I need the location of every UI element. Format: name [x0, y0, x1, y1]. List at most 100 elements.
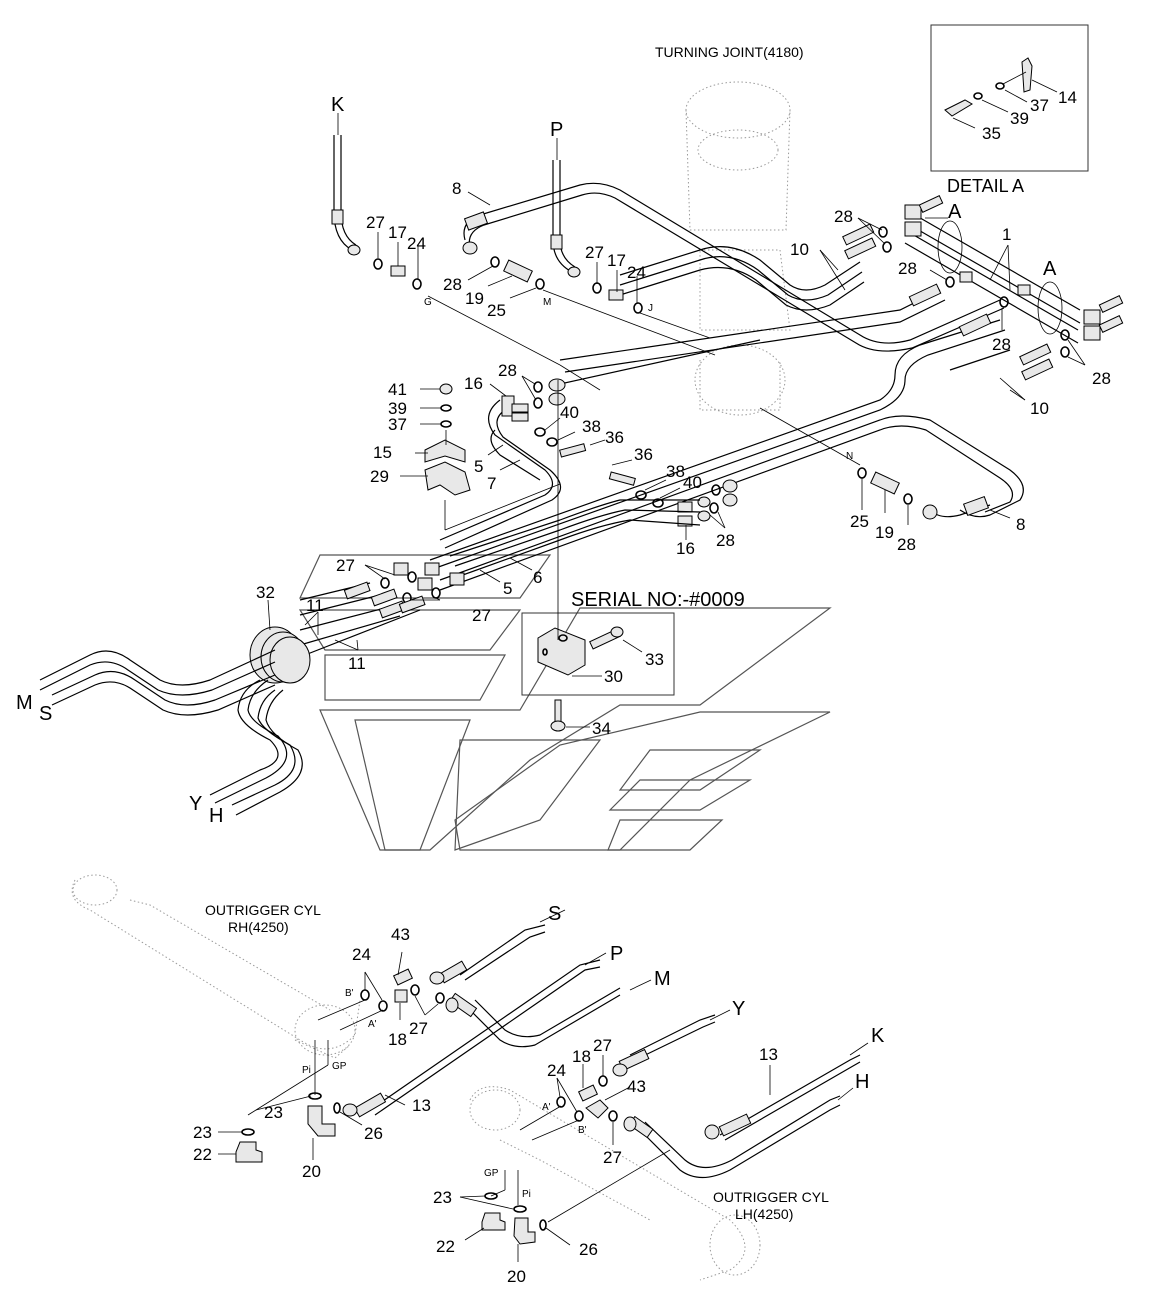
- port-label-gp-rh: GP: [332, 1061, 347, 1072]
- callout-23: 23: [433, 1188, 452, 1207]
- lower-hoses: [342, 924, 861, 1179]
- callout-10: 10: [1030, 399, 1049, 418]
- callout-41: 41: [388, 380, 407, 399]
- callout-5: 5: [503, 579, 512, 598]
- callout-38: 38: [582, 417, 601, 436]
- inline-fittings: [373, 226, 1070, 505]
- callout-10: 10: [790, 240, 809, 259]
- callout-24: 24: [407, 234, 426, 253]
- callout-28: 28: [834, 207, 853, 226]
- callout-29: 29: [370, 467, 389, 486]
- callout-6: 6: [533, 568, 542, 587]
- callout-28: 28: [898, 259, 917, 278]
- callout-25: 25: [850, 512, 869, 531]
- outrigger-rh-title-1: OUTRIGGER CYL: [205, 902, 321, 918]
- callout-20: 20: [302, 1162, 321, 1181]
- callout-43: 43: [391, 925, 410, 944]
- callout-36: 36: [634, 445, 653, 464]
- callout-43: 43: [627, 1077, 646, 1096]
- callout-40: 40: [683, 473, 702, 492]
- line-end-a-2: A: [1043, 258, 1057, 280]
- detail-a-title: DETAIL A: [947, 176, 1024, 196]
- port-label-a-prime-lh: A': [542, 1102, 551, 1113]
- line-end-labels: [337, 113, 948, 1101]
- callout-28: 28: [498, 361, 517, 380]
- callout-7: 7: [487, 474, 496, 493]
- detail-a-part-39: 39: [1010, 109, 1029, 128]
- port-label-b-prime-lh: B': [578, 1125, 587, 1136]
- callout-24: 24: [352, 945, 371, 964]
- outrigger-lh-title-2: LH(4250): [735, 1206, 793, 1222]
- callout-30: 30: [604, 667, 623, 686]
- port-label-b-prime-rh: B': [345, 988, 354, 999]
- callout-25: 25: [487, 301, 506, 320]
- turning-joint-ghost: [685, 81, 791, 416]
- clamp-hardware: [424, 378, 738, 577]
- callout-38: 38: [666, 462, 685, 481]
- line-end-k-right: K: [871, 1025, 885, 1047]
- callout-23: 23: [264, 1103, 283, 1122]
- line-end-p-top: P: [550, 119, 563, 141]
- callout-26: 26: [364, 1124, 383, 1143]
- callout-17: 17: [388, 223, 407, 242]
- port-label-j: J: [648, 303, 653, 314]
- port-label-pi-lh: Pi: [522, 1189, 531, 1200]
- callout-27: 27: [336, 556, 355, 575]
- detail-a-part-35: 35: [982, 124, 1001, 143]
- callout-11: 11: [348, 654, 366, 673]
- callout-27: 27: [366, 213, 385, 232]
- line-end-h-left: H: [209, 805, 223, 827]
- outrigger-rh-title-2: RH(4250): [228, 919, 289, 935]
- callout-28: 28: [992, 335, 1011, 354]
- line-end-y-right: Y: [732, 998, 745, 1020]
- serial-bracket-box: [521, 380, 675, 732]
- callout-13: 13: [412, 1096, 431, 1115]
- serial-number-label: SERIAL NO:-#0009: [571, 589, 745, 611]
- outrigger-lh-title-1: OUTRIGGER CYL: [713, 1189, 829, 1205]
- line-end-s-left: S: [39, 703, 52, 725]
- callout-37: 37: [388, 415, 407, 434]
- line-end-k-top: K: [331, 94, 345, 116]
- callout-17: 17: [607, 251, 626, 270]
- callout-27: 27: [472, 606, 491, 625]
- callout-18: 18: [572, 1047, 591, 1066]
- line-end-m-right: M: [654, 968, 671, 990]
- callout-16: 16: [676, 539, 695, 558]
- callout-24: 24: [627, 263, 646, 282]
- line-end-h-right: H: [855, 1071, 869, 1093]
- callout-28: 28: [716, 531, 735, 550]
- callout-27: 27: [585, 243, 604, 262]
- callout-leaders: [218, 191, 1086, 1262]
- callout-33: 33: [645, 650, 664, 669]
- callout-40: 40: [560, 403, 579, 422]
- manifold-1: [904, 195, 1124, 344]
- callout-19: 19: [875, 523, 894, 542]
- port-label-g: G: [424, 297, 432, 308]
- callout-28: 28: [443, 275, 462, 294]
- callout-5: 5: [474, 457, 483, 476]
- callout-8: 8: [452, 179, 461, 198]
- callout-27: 27: [593, 1036, 612, 1055]
- callout-11: 11: [306, 596, 324, 615]
- callout-39: 39: [388, 399, 407, 418]
- callout-32: 32: [256, 583, 275, 602]
- port-label-a-prime-rh: A': [368, 1019, 377, 1030]
- detail-a-part-14: 14: [1058, 88, 1077, 107]
- callout-19: 19: [465, 289, 484, 308]
- port-label-gp-lh: GP: [484, 1168, 499, 1179]
- callout-27: 27: [603, 1148, 622, 1167]
- callout-28: 28: [1092, 369, 1111, 388]
- line-end-a-1: A: [948, 201, 962, 223]
- callout-24: 24: [547, 1061, 566, 1080]
- port-label-m: M: [543, 297, 551, 308]
- lh-fittings: [481, 1075, 671, 1245]
- line-end-p-right: P: [610, 943, 623, 965]
- outrigger-rh-ghost: [71, 874, 361, 1059]
- callout-numbers: 8 27 17 24 28 19 25 27 17 24 28 10 1 28 …: [193, 179, 1111, 1286]
- line-end-s-right: S: [548, 903, 561, 925]
- callout-22: 22: [436, 1237, 455, 1256]
- callout-8: 8: [1016, 515, 1025, 534]
- line-end-y-left: Y: [189, 793, 202, 815]
- callout-16: 16: [464, 374, 483, 393]
